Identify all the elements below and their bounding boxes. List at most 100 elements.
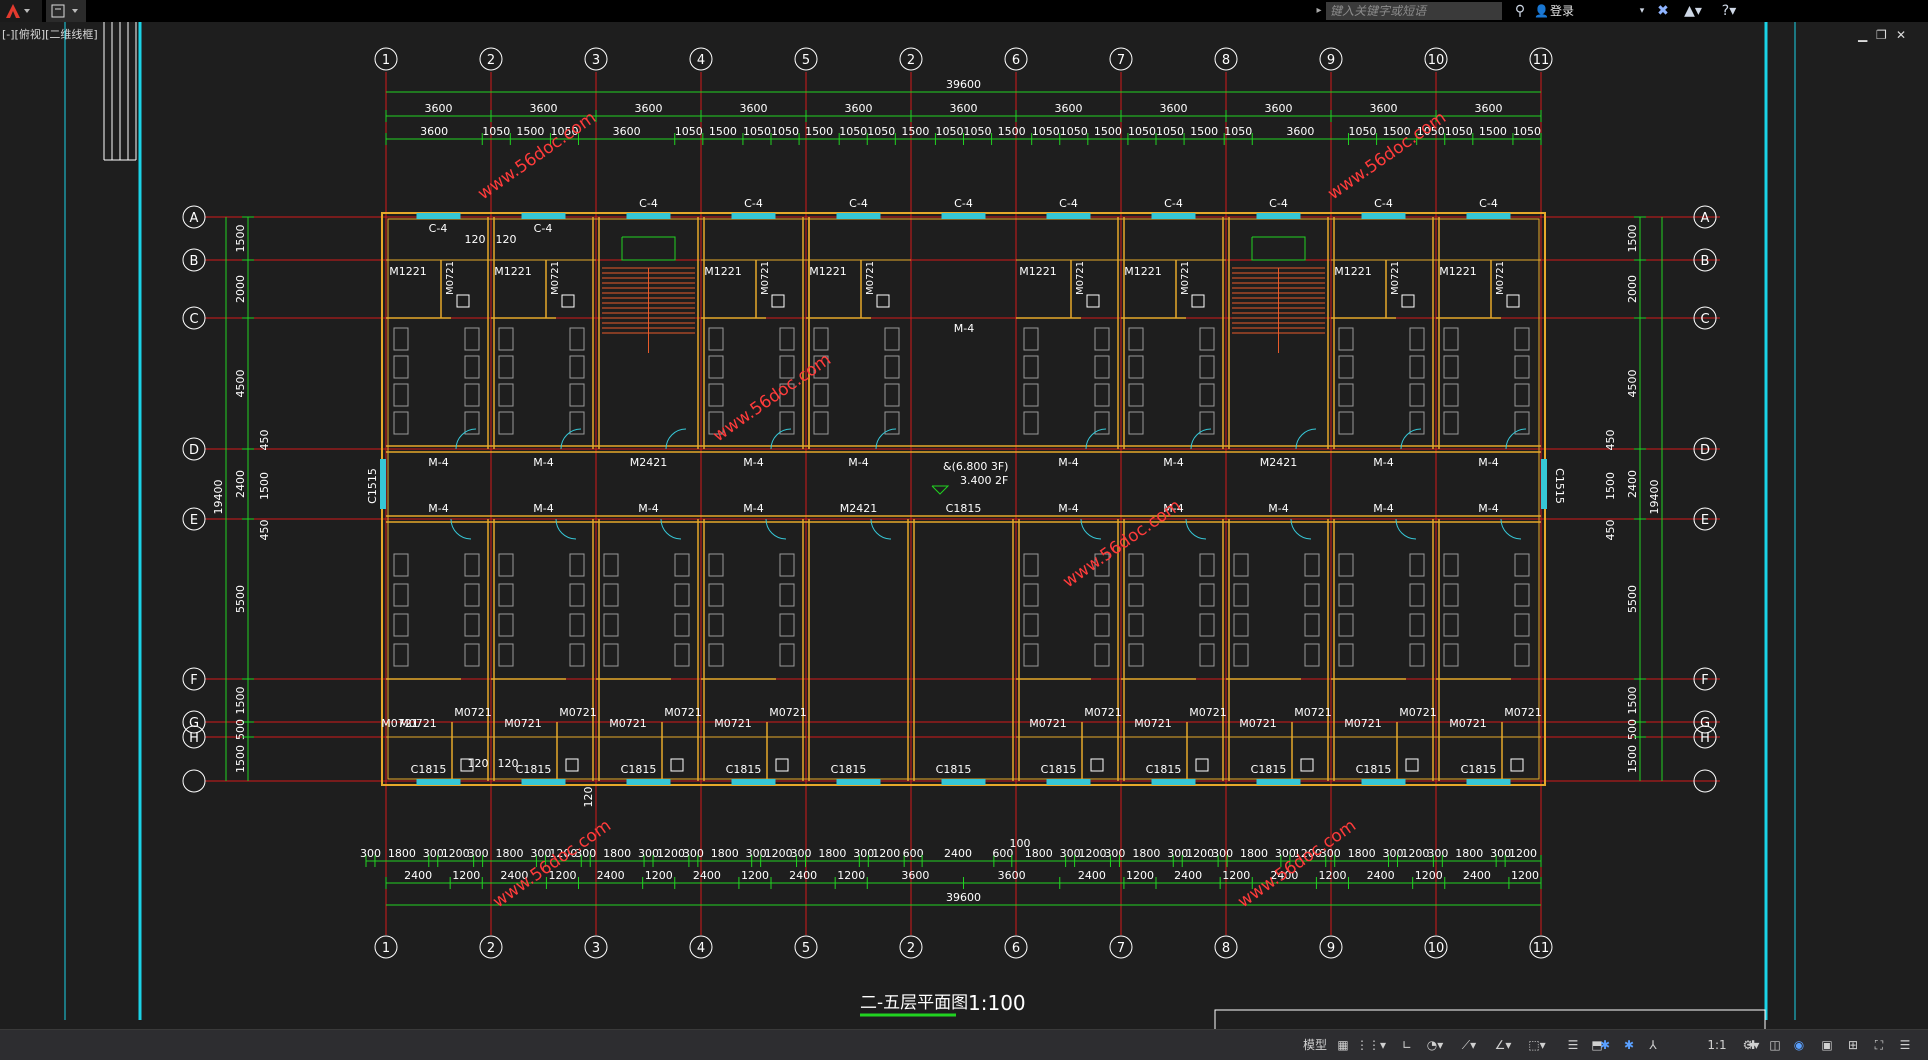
door-label: M0721 bbox=[1134, 717, 1172, 730]
dim-value: 3600 bbox=[1055, 102, 1083, 115]
login-label: 登录 bbox=[1550, 4, 1575, 18]
hardware-acceleration-icon[interactable]: ◉ bbox=[1793, 1038, 1805, 1052]
bed-outline bbox=[779, 553, 795, 577]
axis-bubble bbox=[794, 47, 818, 71]
bed-outline bbox=[1409, 553, 1425, 577]
dim-100-label: 100 bbox=[1010, 837, 1031, 850]
app-menu-button[interactable] bbox=[0, 0, 42, 22]
dim-value: 3600 bbox=[901, 869, 929, 882]
dim-corridor: 450 bbox=[258, 520, 271, 541]
door-label: C1815 bbox=[946, 502, 982, 515]
bed-outline bbox=[1094, 583, 1110, 607]
window-top bbox=[626, 213, 671, 219]
bed-outline bbox=[1443, 327, 1459, 351]
dim-value: 1500 bbox=[1190, 125, 1218, 138]
ortho-icon[interactable]: ∟ bbox=[1401, 1038, 1413, 1052]
search-input[interactable] bbox=[1326, 2, 1502, 20]
bed-outline bbox=[708, 355, 724, 379]
help-icon[interactable]: ?▾ bbox=[1721, 3, 1737, 19]
login-button[interactable]: 👤 登录 bbox=[1532, 0, 1574, 22]
door-label: M-4 bbox=[1268, 502, 1288, 515]
bed-outline bbox=[1409, 643, 1425, 667]
polar-icon[interactable]: ◔▾ bbox=[1426, 1038, 1444, 1052]
bed-outline bbox=[1233, 583, 1249, 607]
gear-icon[interactable]: ⚙▾ bbox=[1742, 1038, 1760, 1052]
bed-outline bbox=[1409, 583, 1425, 607]
door-label: M2421 bbox=[1260, 456, 1298, 469]
dim-value: 2400 bbox=[1270, 869, 1298, 882]
lineweight-icon[interactable]: ☰ bbox=[1567, 1038, 1579, 1052]
dim-value: 1500 bbox=[709, 125, 737, 138]
dim-value: 1800 bbox=[711, 847, 739, 860]
dim-value: 2400 bbox=[1463, 869, 1491, 882]
clean-screen-icon[interactable]: ▣ bbox=[1821, 1038, 1833, 1052]
axis-bubble-label: 5 bbox=[802, 53, 810, 68]
door-label: M-4 bbox=[1163, 502, 1183, 515]
osnap-tracking-icon[interactable]: ∠▾ bbox=[1494, 1038, 1512, 1052]
bed-outline bbox=[1094, 643, 1110, 667]
plus-icon[interactable]: ✚ bbox=[1747, 1038, 1759, 1052]
autodesk-app-icon[interactable]: ▲▾ bbox=[1684, 3, 1702, 19]
login-dropdown-icon[interactable]: ▾ bbox=[1639, 6, 1645, 16]
dim-total-top: 39600 bbox=[946, 78, 981, 91]
isolate-icon[interactable]: ◫ bbox=[1769, 1038, 1781, 1052]
isodraft-icon[interactable]: ⟋▾ bbox=[1461, 1038, 1477, 1052]
door-swing bbox=[1085, 428, 1107, 450]
window-label: C1515 bbox=[366, 468, 379, 504]
dim-value: 1800 bbox=[1240, 847, 1268, 860]
toilet-icon bbox=[775, 758, 789, 772]
window-bottom bbox=[941, 779, 986, 785]
bed-outline bbox=[569, 553, 585, 577]
window-label: C1815 bbox=[831, 763, 867, 776]
bed-outline bbox=[1514, 383, 1530, 407]
bed-outline bbox=[1409, 327, 1425, 351]
bed-outline bbox=[1233, 553, 1249, 577]
binoculars-icon[interactable]: ⚲ bbox=[1514, 3, 1526, 19]
viewport-label[interactable]: [-][俯视][二维线框] bbox=[2, 28, 98, 41]
quick-access-toolbar[interactable] bbox=[46, 0, 86, 22]
dim-value: 1800 bbox=[496, 847, 524, 860]
door-label: M-4 bbox=[1058, 456, 1078, 469]
axis-bubble-label: E bbox=[1701, 513, 1709, 528]
scale-selector[interactable]: 1:1 bbox=[1707, 1038, 1727, 1052]
axis-bubble bbox=[689, 935, 713, 959]
dim-value: 2400 bbox=[944, 847, 972, 860]
annotation-scale-icon[interactable]: ⅄ bbox=[1649, 1038, 1657, 1052]
dim-value: 2400 bbox=[1626, 470, 1639, 498]
transparency-icon[interactable]: ⬒ bbox=[1591, 1038, 1603, 1052]
dim-value: 4500 bbox=[1626, 370, 1639, 398]
door-label: M0721 bbox=[504, 717, 542, 730]
search-dropdown-icon[interactable]: ▸ bbox=[1316, 5, 1322, 16]
grid-icon[interactable]: ▦ bbox=[1337, 1038, 1349, 1052]
door-label: M-4 bbox=[848, 456, 868, 469]
auto-scale-icon[interactable]: ✱ bbox=[1623, 1038, 1635, 1052]
door-label: M0721 bbox=[1084, 706, 1122, 719]
restore-icon[interactable]: ❐ bbox=[1876, 28, 1887, 42]
dim-value: 1500 bbox=[234, 687, 247, 715]
fullscreen-icon[interactable]: ⛶ bbox=[1874, 1038, 1884, 1052]
exchange-icon[interactable]: ✖ bbox=[1657, 3, 1669, 19]
osnap-icon[interactable]: ⬚▾ bbox=[1528, 1038, 1546, 1052]
bed-outline bbox=[393, 643, 409, 667]
axis-bubble bbox=[182, 769, 206, 793]
snap-icon[interactable]: ⋮⋮▾ bbox=[1356, 1038, 1387, 1052]
door-label: M1221 bbox=[809, 265, 847, 278]
door-label: M1221 bbox=[704, 265, 742, 278]
bed-outline bbox=[1128, 383, 1144, 407]
workspace-icon[interactable]: ⊞ bbox=[1847, 1038, 1859, 1052]
window-label: C-4 bbox=[429, 222, 448, 235]
bed-outline bbox=[1094, 355, 1110, 379]
bed-outline bbox=[1128, 553, 1144, 577]
door-label: M0721 bbox=[1075, 261, 1086, 295]
bed-outline bbox=[498, 643, 514, 667]
toilet-icon bbox=[456, 294, 470, 308]
model-tab[interactable]: 模型 bbox=[1302, 1038, 1327, 1052]
customize-menu-icon[interactable]: ☰ bbox=[1899, 1038, 1911, 1052]
bed-outline bbox=[393, 383, 409, 407]
axis-bubble-label: D bbox=[1700, 443, 1710, 458]
dim-value: 300 bbox=[530, 847, 551, 860]
annotation-visibility-icon[interactable]: ✱ bbox=[1599, 1038, 1611, 1052]
minimize-icon[interactable]: ▁ bbox=[1858, 28, 1868, 42]
close-icon[interactable]: ✕ bbox=[1896, 28, 1907, 42]
